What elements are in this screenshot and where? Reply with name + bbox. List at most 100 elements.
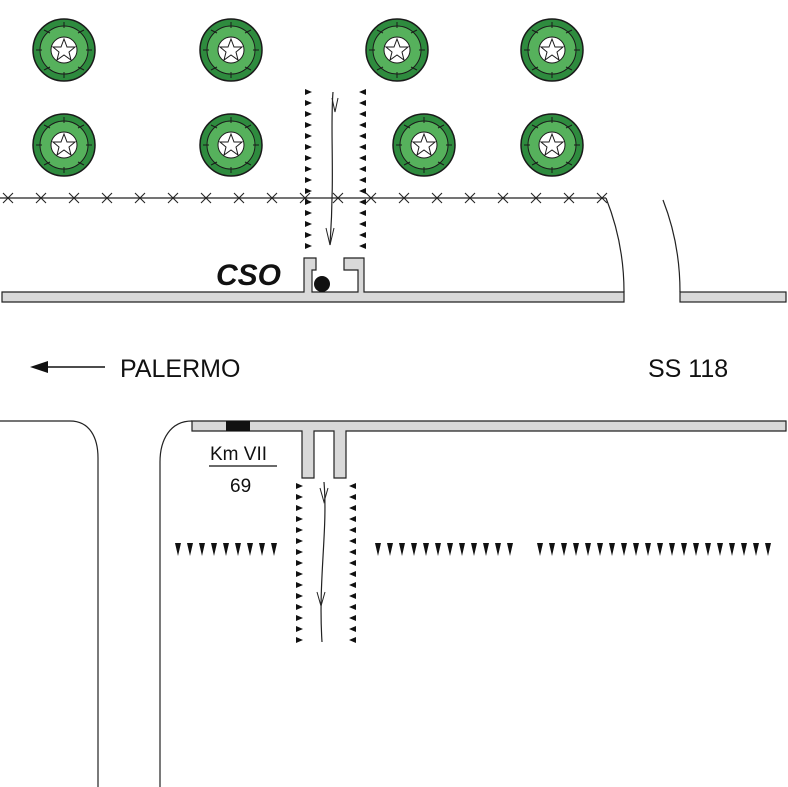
fence-post-icon xyxy=(68,192,80,204)
ditch-bank-mark xyxy=(296,604,303,610)
embankment-mark xyxy=(423,543,429,556)
direction-indicator: PALERMO xyxy=(30,355,240,383)
road-name-label: SS 118 xyxy=(648,355,728,383)
tree-icon xyxy=(365,18,429,82)
embankment-mark xyxy=(669,543,675,556)
ditch-bank-mark xyxy=(305,122,312,128)
embankment-mark xyxy=(621,543,627,556)
embankment-mark xyxy=(199,543,205,556)
ditch-bank-mark xyxy=(305,210,312,216)
ditch-bank-mark xyxy=(296,615,303,621)
upper-drainage-ditch xyxy=(305,89,366,249)
fence-post-icon xyxy=(2,192,14,204)
ditch-bank-mark xyxy=(296,637,303,643)
tree-icon xyxy=(199,113,263,177)
fence-post-icon xyxy=(530,192,542,204)
ditch-bank-mark xyxy=(305,243,312,249)
embankment-mark xyxy=(483,543,489,556)
ditch-bank-mark xyxy=(359,243,366,249)
embankment-mark xyxy=(175,543,181,556)
embankment-mark xyxy=(447,543,453,556)
embankment-mark xyxy=(633,543,639,556)
ditch-bank-mark xyxy=(349,604,356,610)
ditch-bank-mark xyxy=(349,483,356,489)
station-marker-icon xyxy=(314,276,330,292)
ditch-bank-mark xyxy=(305,232,312,238)
ditch-bank-mark xyxy=(349,549,356,555)
km-marker-bottom: 69 xyxy=(230,476,251,497)
km-marker: Km VII 69 xyxy=(209,444,277,497)
ditch-bank-mark xyxy=(296,483,303,489)
embankment-mark xyxy=(549,543,555,556)
ditch-bank-mark xyxy=(305,144,312,150)
fence-post-icon xyxy=(200,192,212,204)
cso-label: CSO xyxy=(216,259,281,292)
embankment-mark xyxy=(597,543,603,556)
embankment-mark xyxy=(693,543,699,556)
tree-group xyxy=(32,18,584,177)
ditch-bank-mark xyxy=(349,615,356,621)
fence-post-icon xyxy=(365,192,377,204)
km-stone-icon xyxy=(226,421,250,431)
tree-icon xyxy=(520,113,584,177)
ditch-bank-mark xyxy=(349,527,356,533)
ditch-bank-mark xyxy=(359,188,366,194)
ditch-bank-mark xyxy=(296,494,303,500)
ditch-bank-mark xyxy=(359,210,366,216)
ditch-bank-mark xyxy=(359,100,366,106)
fence-post-icon xyxy=(233,192,245,204)
arrowhead-icon xyxy=(30,361,48,373)
ditch-bank-mark xyxy=(359,177,366,183)
ditch-bank-mark xyxy=(359,155,366,161)
embankment-mark xyxy=(573,543,579,556)
ditch-bank-mark xyxy=(305,100,312,106)
fence-post-icon xyxy=(464,192,476,204)
ditch-bank-mark xyxy=(359,232,366,238)
ditch-bank-mark xyxy=(349,571,356,577)
embankment-mark xyxy=(657,543,663,556)
ditch-bank-mark xyxy=(296,582,303,588)
ditch-bank-mark xyxy=(305,188,312,194)
fence-post-icon xyxy=(398,192,410,204)
ditch-bank-mark xyxy=(359,133,366,139)
ditch-bank-mark xyxy=(296,516,303,522)
ditch-bank-mark xyxy=(305,155,312,161)
ditch-bank-mark xyxy=(359,199,366,205)
embankment-mark xyxy=(609,543,615,556)
ditch-bank-mark xyxy=(359,89,366,95)
ditch-bank-mark xyxy=(305,199,312,205)
ditch-bank-mark xyxy=(296,626,303,632)
embankment-mark xyxy=(561,543,567,556)
embankment-mark xyxy=(235,543,241,556)
ditch-bank-mark xyxy=(296,549,303,555)
side-road xyxy=(0,420,193,787)
ditch-bank-mark xyxy=(349,626,356,632)
ditch-bank-mark xyxy=(296,593,303,599)
embankment-mark xyxy=(387,543,393,556)
tree-icon xyxy=(199,18,263,82)
embankment-mark xyxy=(471,543,477,556)
fence-post-icon xyxy=(35,192,47,204)
embankment-mark xyxy=(585,543,591,556)
ditch-bank-mark xyxy=(359,144,366,150)
ditch-bank-mark xyxy=(359,122,366,128)
ditch-bank-mark xyxy=(349,516,356,522)
embankment-mark xyxy=(411,543,417,556)
embankment-mark xyxy=(459,543,465,556)
embankment-mark xyxy=(495,543,501,556)
embankment-mark xyxy=(507,543,513,556)
embankment-mark xyxy=(259,543,265,556)
fence-post-icon xyxy=(431,192,443,204)
embankment-mark xyxy=(223,543,229,556)
upper-road-edge xyxy=(1,197,787,303)
fence-post-icon xyxy=(596,192,608,204)
ditch-bank-mark xyxy=(359,166,366,172)
ditch-bank-mark xyxy=(305,221,312,227)
ditch-bank-mark xyxy=(359,221,366,227)
embankment-mark xyxy=(375,543,381,556)
embankment-mark xyxy=(645,543,651,556)
ditch-bank-mark xyxy=(349,582,356,588)
lower-drainage-ditch xyxy=(296,481,356,643)
embankment-mark xyxy=(753,543,759,556)
